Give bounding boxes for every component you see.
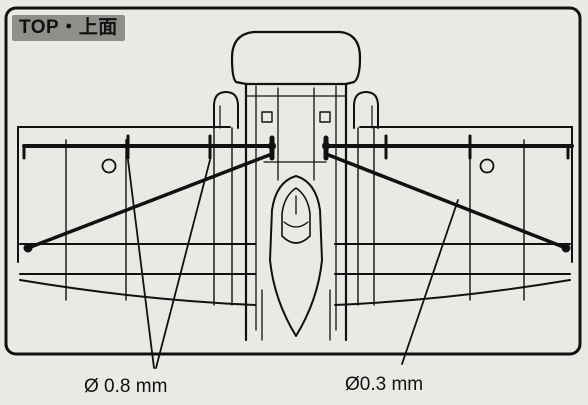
dimension-label-left: Ø 0.8 mm [84,376,168,397]
left-nacelle [213,91,239,129]
brace-end-left [23,243,33,253]
leader-line-b [155,159,211,369]
brace-right [324,152,568,250]
diagram-frame [4,6,582,356]
brace-left [26,152,274,250]
right-nacelle [353,91,379,129]
view-label: TOP・上面 [12,15,125,41]
rod-left [22,134,275,161]
rod-right [323,134,574,161]
dimension-label-right: Ø0.3 mm [345,374,424,395]
fuselage [230,30,362,342]
leader-line-a [127,159,155,369]
left-wing [17,126,256,306]
leader-line-c [401,199,459,365]
brace-end-right [561,243,571,253]
right-wing [334,126,573,306]
